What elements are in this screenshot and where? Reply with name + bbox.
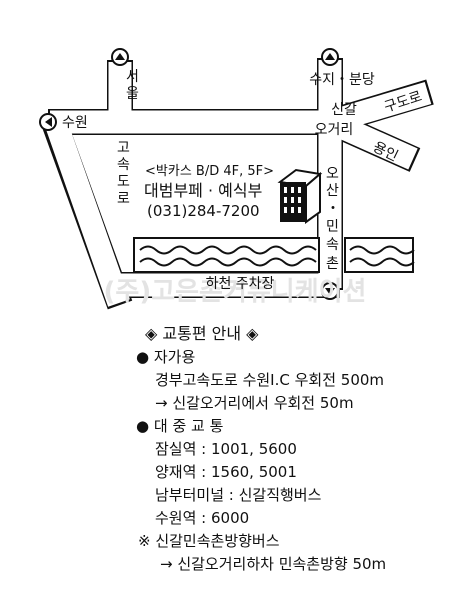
label-ogeori: 오거리 [315, 122, 354, 138]
bullet-icon: ● [136, 348, 150, 366]
car-label: 자가용 [153, 348, 196, 366]
label-suwon: 수원 [62, 115, 88, 131]
label-parking: 하천 주차장 [206, 276, 275, 292]
building-icon [277, 168, 323, 224]
transit-section-label: ● 대 중 교 통 [136, 415, 223, 436]
car-line-1: 경부고속도로 수원I.C 우회전 500m [155, 371, 385, 389]
north-arrow-icon-right [321, 48, 339, 66]
north-arrow-icon [111, 48, 129, 66]
south-arrow-icon [321, 282, 339, 300]
note-label: ※ 신갈민속촌방향버스 [138, 532, 280, 550]
river [133, 237, 415, 273]
transit-label: 대 중 교 통 [153, 417, 224, 435]
venue-name: 대범부페 · 예식부 [144, 181, 262, 200]
transit-line-4: 수원역 : 6000 [155, 509, 250, 527]
label-suji-bundang: 수지・분당 [309, 72, 375, 88]
car-line-2: → 신갈오거리에서 우회전 50m [155, 394, 354, 412]
label-osan-minsokchon: 오 산 ・ 민 속 촌 [326, 166, 344, 272]
bullet-icon-2: ● [136, 417, 150, 435]
transit-line-2: 양재역 : 1560, 5001 [155, 463, 297, 481]
watermark: (주)고은촌커뮤니케이션 [104, 277, 367, 307]
label-singal: 신갈 [331, 102, 357, 118]
venue-phone: (031)284-7200 [147, 202, 260, 220]
transit-line-1: 잠실역 : 1001, 5600 [155, 440, 297, 458]
directions-title: ◈ 교통편 안내 ◈ [145, 324, 259, 343]
venue-building: <박카스 B/D 4F, 5F> [145, 164, 274, 179]
car-section-label: ● 자가용 [136, 346, 195, 367]
west-arrow-icon [39, 113, 57, 131]
note-line: → 신갈오거리하차 민속촌방향 50m [160, 555, 387, 573]
label-gosokdoro: 고 속 도 로 [117, 140, 134, 207]
transit-line-3: 남부터미널 : 신갈직행버스 [155, 486, 322, 504]
